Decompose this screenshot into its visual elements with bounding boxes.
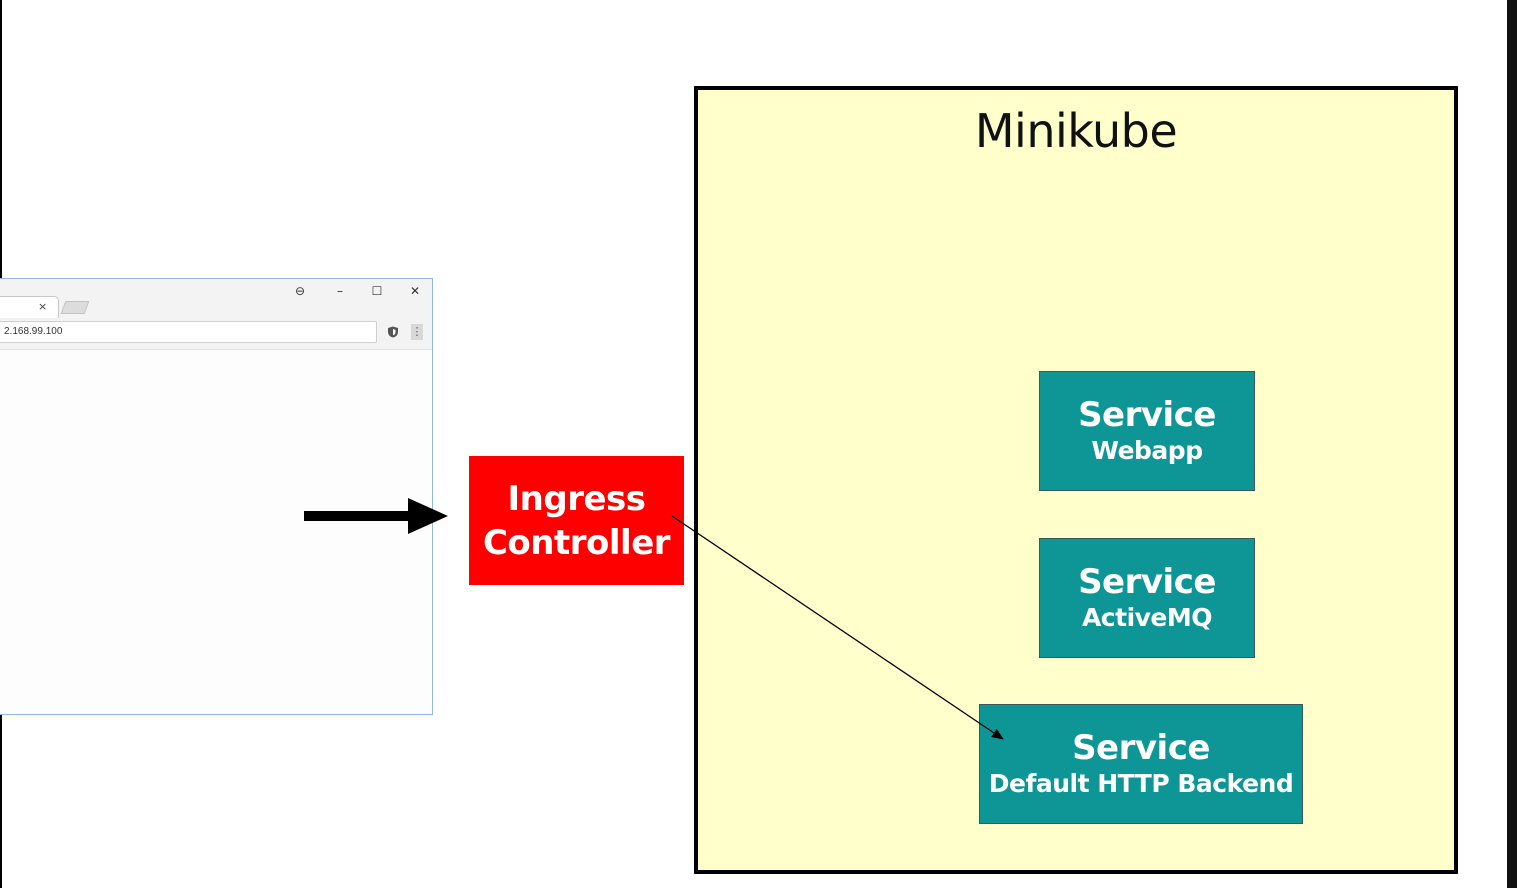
service-subtitle: Default HTTP Backend <box>988 769 1294 798</box>
minimize-icon[interactable]: – <box>337 284 343 298</box>
service-title: Service <box>1072 728 1210 768</box>
right-arrow-icon <box>304 498 448 534</box>
service-default-http-backend: Service Default HTTP Backend <box>979 704 1303 824</box>
ingress-label-line1: Ingress <box>507 478 647 519</box>
browser-chrome: × ⊖ – ☐ ✕ 2.168.99.100 ⋮ <box>0 279 432 350</box>
browser-window: × ⊖ – ☐ ✕ 2.168.99.100 ⋮ <box>0 278 433 715</box>
minikube-title: Minikube <box>974 104 1178 158</box>
ingress-controller-box: Ingress Controller <box>469 456 684 585</box>
minikube-cluster-box: Minikube Service Webapp Service ActiveMQ… <box>694 86 1458 874</box>
address-bar[interactable]: 2.168.99.100 <box>0 321 377 343</box>
tab-close-icon[interactable]: × <box>38 300 48 313</box>
browser-tab[interactable]: × <box>0 296 59 318</box>
maximize-icon[interactable]: ☐ <box>371 284 383 298</box>
ingress-label-line2: Controller <box>482 522 671 563</box>
service-activemq: Service ActiveMQ <box>1039 538 1255 658</box>
account-icon[interactable]: ⊖ <box>294 284 306 298</box>
service-title: Service <box>1078 562 1216 602</box>
close-icon[interactable]: ✕ <box>409 284 421 298</box>
right-border <box>1507 0 1517 888</box>
service-title: Service <box>1078 395 1216 435</box>
kebab-menu-icon[interactable]: ⋮ <box>411 324 423 340</box>
shield-icon[interactable] <box>387 326 399 338</box>
service-subtitle: ActiveMQ <box>1081 603 1213 632</box>
service-webapp: Service Webapp <box>1039 371 1255 491</box>
new-tab-button[interactable] <box>60 301 90 314</box>
service-subtitle: Webapp <box>1091 436 1203 465</box>
